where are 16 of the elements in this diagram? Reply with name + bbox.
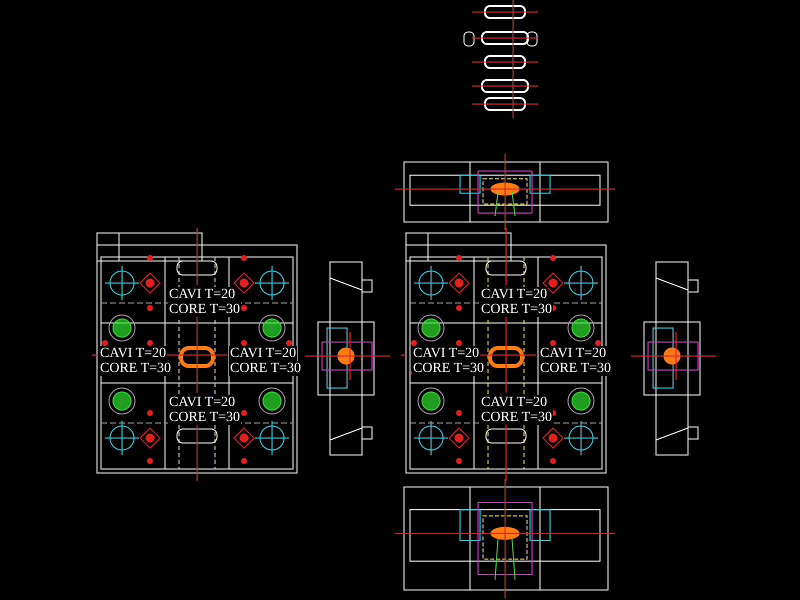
thickness-note: CAVI T=20 — [539, 346, 608, 361]
thickness-note: CAVI T=20 — [480, 395, 548, 410]
thickness-note: CORE T=30 — [99, 361, 172, 376]
thickness-note: CORE T=30 — [229, 361, 302, 376]
thickness-note: CORE T=30 — [168, 302, 242, 317]
thickness-note: CAVI T=20 — [168, 395, 236, 410]
thickness-note: CAVI T=20 — [99, 346, 168, 361]
thickness-note: CORE T=30 — [168, 410, 242, 425]
thickness-note: CORE T=30 — [480, 302, 554, 317]
thickness-note: CORE T=30 — [412, 361, 486, 376]
thickness-note: CAVI T=20 — [480, 287, 548, 302]
thickness-note: CORE T=30 — [480, 410, 554, 425]
thickness-note: CORE T=30 — [539, 361, 612, 376]
thickness-note: CAVI T=20 — [229, 346, 298, 361]
thickness-note: CAVI T=20 — [412, 346, 480, 361]
thickness-note: CAVI T=20 — [168, 287, 236, 302]
